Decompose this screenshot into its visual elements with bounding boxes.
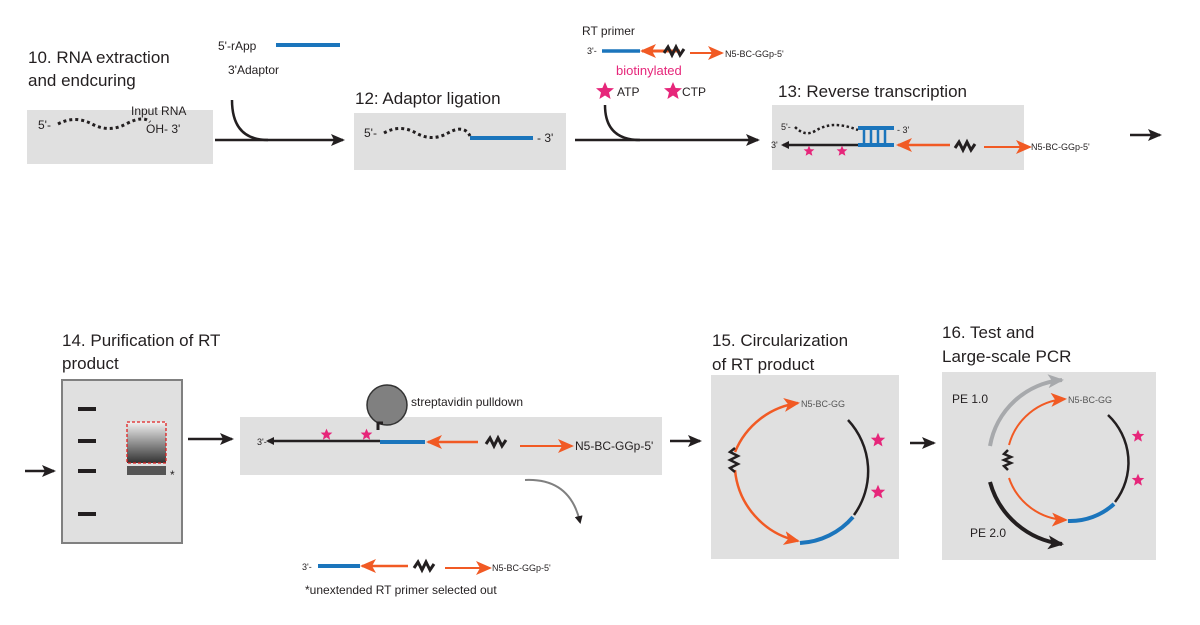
step-13: 13: Reverse transcription 5'- - 3' 3' N5…: [771, 82, 1162, 170]
three-prime-label: - 3': [537, 131, 553, 145]
step15-subtitle: of RT product: [712, 355, 815, 374]
step-16: 16. Test and Large-scale PCR PE 1.0 N5-B…: [942, 323, 1156, 560]
primer-band: [127, 466, 166, 475]
orange-arc-bottom: [1008, 477, 1068, 527]
three-prime-label: - 3': [897, 125, 910, 135]
step10-title: 10. RNA extraction: [28, 48, 170, 67]
squiggle: [484, 434, 508, 450]
pe2-label: PE 2.0: [970, 526, 1006, 540]
biotinylated-label: biotinylated: [616, 63, 682, 78]
five-prime-label: 5'-: [38, 118, 51, 132]
three-prime-left-label: 3': [771, 140, 778, 150]
five-prime-label: 5'-: [364, 126, 377, 140]
three-prime-label: 3'-: [302, 562, 312, 572]
step10-box: [27, 110, 213, 164]
barcode-label: N5-BC-GGp-5': [575, 439, 653, 453]
base-pairs: [862, 130, 887, 143]
barcode-label: N5-BC-GG: [801, 399, 845, 409]
step16-box: [942, 372, 1156, 560]
orange-arc-top: [733, 398, 800, 453]
barcode-label: N5-BC-GG: [1068, 395, 1112, 405]
barcode-label: N5-BC-GGp-5': [1031, 142, 1090, 152]
atp-label: ATP: [617, 85, 639, 99]
squiggle: [412, 558, 436, 574]
adaptor: 5'-rApp 3'Adaptor: [215, 39, 345, 146]
merge-curve: [603, 104, 641, 142]
step-15: 15. Circularization of RT product N5-BC-…: [711, 331, 936, 559]
primer-blue-bottom: [858, 143, 894, 147]
barcode-label: N5-BC-GGp-5': [725, 49, 784, 59]
step13-title: 13: Reverse transcription: [778, 82, 967, 101]
rna-strand: [57, 117, 152, 130]
step12-box: [354, 113, 566, 170]
rt-primer: RT primer 3'- N5-BC-GGp-5' biotinylated …: [575, 24, 784, 146]
cdna-arc: [847, 419, 870, 516]
pe1-primer-arrow: [988, 374, 1064, 447]
input-rna-label: Input RNA: [131, 104, 186, 118]
step14-title: 14. Purification of RT: [62, 331, 220, 350]
pe1-label: PE 1.0: [952, 392, 988, 406]
step-10: 10. RNA extraction and endcuring 5'- Inp…: [27, 48, 213, 164]
step15-title: 15. Circularization: [712, 331, 848, 350]
barcode-label: N5-BC-GGp-5': [492, 563, 551, 573]
blue-arc: [799, 515, 855, 545]
step-12: 12: Adaptor ligation 5'- - 3': [354, 89, 566, 170]
step16-title: 16. Test and: [942, 323, 1034, 342]
three-prime-label: 3'-: [587, 46, 597, 56]
step-14: 14. Purification of RT product * strepta…: [25, 331, 702, 597]
pulldown-box: [240, 417, 662, 475]
footnote: *unextended RT primer selected out: [305, 583, 497, 597]
biotin-link: [376, 421, 383, 430]
oh-3-label: OH- 3': [146, 122, 180, 136]
rna-strand: [383, 127, 472, 139]
streptavidin-label: streptavidin pulldown: [411, 395, 523, 409]
step10-subtitle: and endcuring: [28, 71, 136, 90]
merge-curve: [230, 99, 269, 142]
star-icon: [596, 82, 614, 99]
step14-subtitle: product: [62, 354, 119, 373]
step16-subtitle: Large-scale PCR: [942, 347, 1071, 366]
asterisk-label: *: [170, 468, 175, 482]
squiggle: [953, 138, 977, 154]
pe2-primer-arrow: [988, 481, 1064, 550]
star-icon: [664, 82, 682, 99]
excised-band: [126, 421, 167, 464]
ladder-bands: [78, 407, 96, 516]
orange-arc-top: [1008, 392, 1067, 446]
five-prime-label: 5'-: [781, 122, 791, 132]
gray-curved-arrow: [524, 478, 583, 524]
adaptor-label: 3'Adaptor: [228, 63, 279, 77]
rna-strand: [794, 123, 859, 135]
streptavidin-bead: [366, 384, 408, 426]
squiggle: [1000, 449, 1015, 471]
squiggle: [662, 43, 686, 59]
rapp-label: 5'-rApp: [218, 39, 257, 53]
step12-title: 12: Adaptor ligation: [355, 89, 501, 108]
adaptor-top: [858, 126, 894, 130]
rt-primer-title: RT primer: [582, 24, 635, 38]
three-prime-label: 3'-: [257, 437, 267, 447]
cdna-arc: [1107, 414, 1130, 503]
step13-box: [772, 105, 1024, 170]
ctp-label: CTP: [682, 85, 706, 99]
orange-arc-bottom: [733, 469, 800, 545]
squiggle: [727, 447, 741, 473]
blue-arc: [1067, 502, 1116, 524]
